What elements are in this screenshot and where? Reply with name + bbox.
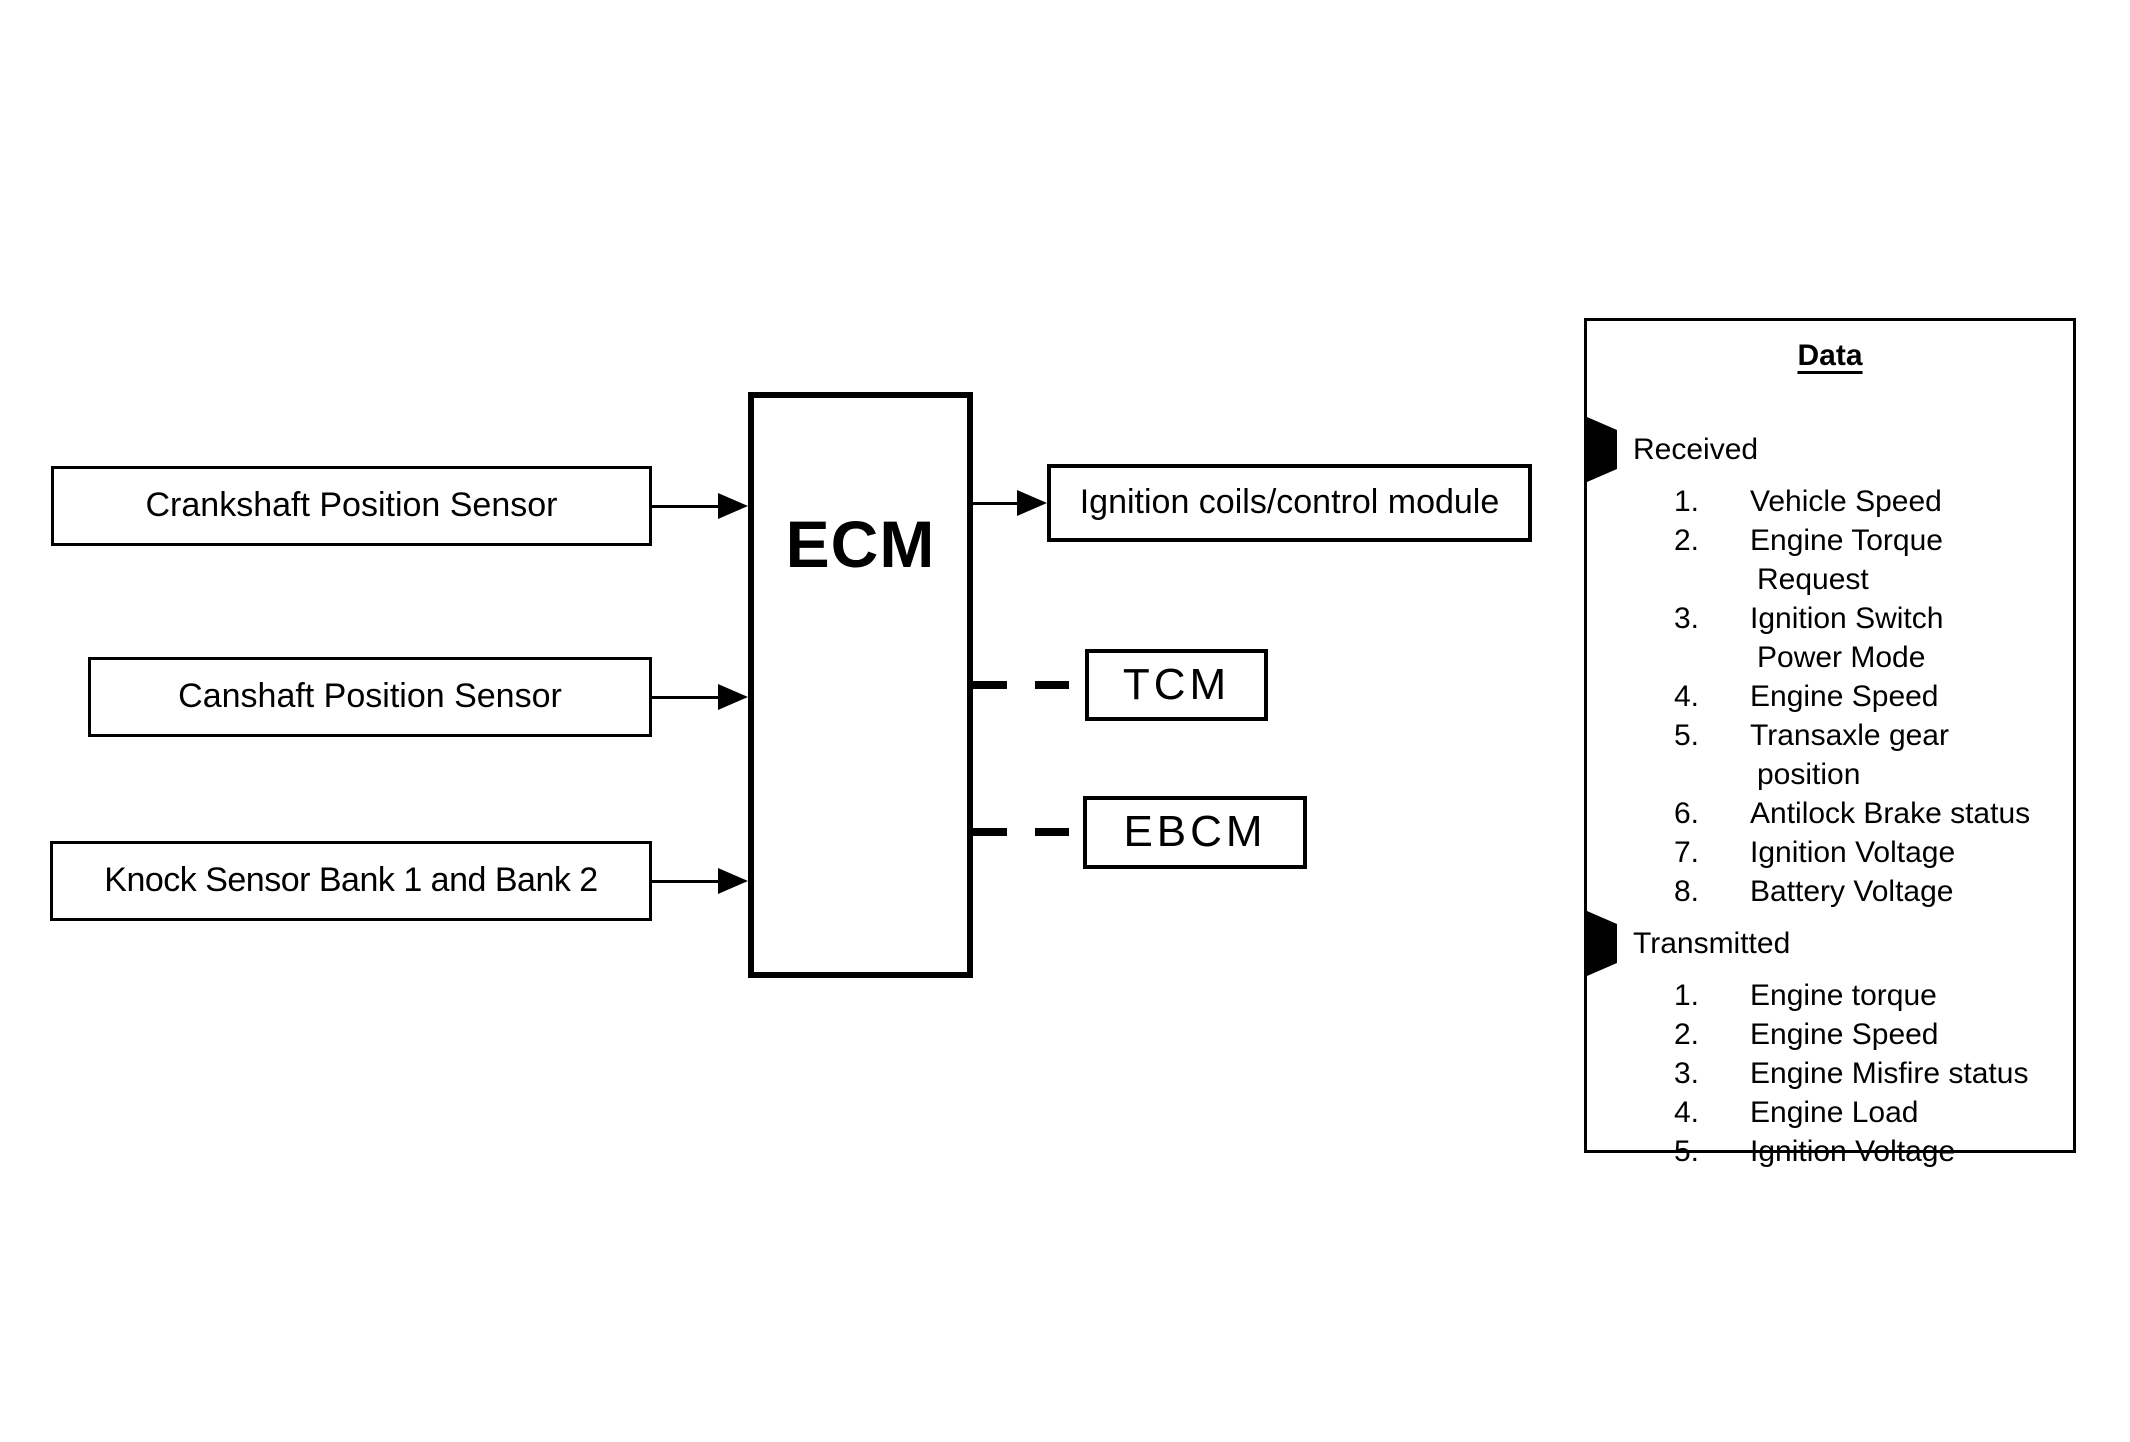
data-panel-row: 1.Vehicle Speed	[1674, 485, 1942, 518]
data-legend-panel: Data Received 1.Vehicle Speed 2.Engine T…	[1584, 318, 2076, 1168]
data-panel-row-continuation: Power Mode	[1757, 641, 1926, 674]
ignition-coils-control-module-label: Ignition coils/control module	[1079, 483, 1500, 522]
knock-sensor-box: Knock Sensor Bank 1 and Bank 2	[50, 841, 652, 921]
crankshaft-position-sensor-label: Crankshaft Position Sensor	[145, 486, 558, 525]
arrow-ecm-to-ignition-coils	[973, 502, 1017, 505]
arrowhead-icon	[718, 868, 748, 894]
data-panel-title: Data	[1797, 339, 1863, 372]
arrowhead-icon	[1017, 490, 1047, 516]
data-panel-row: 2.Engine Torque	[1674, 524, 1943, 557]
arrowhead-icon	[718, 493, 748, 519]
data-panel-row: 7.Ignition Voltage	[1674, 836, 1956, 869]
data-panel-heading: Transmitted	[1587, 911, 1790, 976]
canshaft-position-sensor-label: Canshaft Position Sensor	[178, 677, 562, 716]
canshaft-position-sensor-box: Canshaft Position Sensor	[88, 657, 652, 737]
ignition-coils-control-module-box: Ignition coils/control module	[1047, 464, 1532, 542]
arrowhead-icon	[718, 684, 748, 710]
data-panel-row-continuation: Request	[1757, 563, 1869, 596]
data-panel-rows: Received 1.Vehicle Speed 2.Engine Torque…	[1587, 417, 2073, 1171]
ecm-label: ECM	[785, 507, 936, 581]
data-panel-row: 3.Engine Misfire status	[1674, 1057, 2029, 1090]
arrow-canshaft-to-ecm	[652, 696, 718, 699]
arrow-crankshaft-to-ecm	[652, 505, 718, 508]
data-panel-row: 2.Engine Speed	[1674, 1018, 1939, 1051]
data-panel-row: 6.Antilock Brake status	[1674, 797, 2031, 830]
ecm-box: ECM	[748, 392, 973, 978]
dashed-link-ecm-to-tcm	[973, 681, 1085, 689]
data-panel-row: 1.Engine torque	[1674, 979, 1937, 1012]
arrow-knock-to-ecm	[652, 880, 718, 883]
data-panel-row: 8.Battery Voltage	[1674, 875, 1954, 908]
data-panel-row: 4.Engine Load	[1674, 1096, 1919, 1129]
data-panel-heading: Received	[1587, 417, 1758, 482]
data-panel-row: 3.Ignition Switch	[1674, 602, 1944, 635]
tcm-label: TCM	[1122, 659, 1231, 709]
data-panel-row: 4.Engine Speed	[1674, 680, 1939, 713]
ebcm-label: EBCM	[1123, 807, 1267, 857]
ebcm-box: EBCM	[1083, 796, 1307, 869]
data-panel-row-continuation: position	[1757, 758, 1861, 791]
data-panel-row: 5.Transaxle gear	[1674, 719, 1949, 752]
dashed-link-ecm-to-ebcm	[973, 828, 1085, 836]
data-panel-row: 5.Ignition Voltage	[1674, 1135, 1956, 1168]
crankshaft-position-sensor-box: Crankshaft Position Sensor	[51, 466, 652, 546]
tcm-box: TCM	[1085, 649, 1268, 721]
knock-sensor-label: Knock Sensor Bank 1 and Bank 2	[104, 861, 598, 900]
